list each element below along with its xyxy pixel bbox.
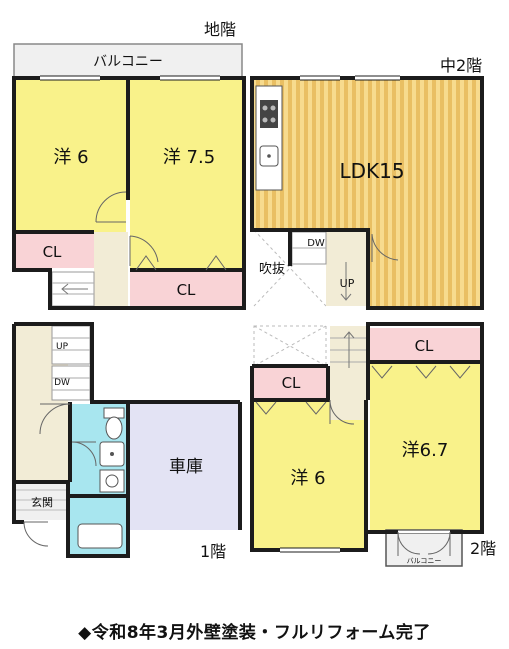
basement-closet-left	[14, 234, 94, 268]
first-floor-label: 1階	[200, 542, 226, 561]
garage	[130, 402, 240, 530]
mezzanine-stairs	[326, 232, 368, 306]
basement-balcony	[13, 43, 243, 78]
void-label: 吹抜	[259, 261, 285, 277]
washing-machine-icon	[99, 469, 125, 493]
ldk-room	[254, 80, 480, 228]
mezzanine-floor-label: 中2階	[440, 56, 482, 75]
toilet-icon	[103, 407, 125, 440]
first-floor	[12, 322, 242, 558]
stove-icon	[260, 100, 278, 128]
basement-room-right	[130, 80, 242, 272]
second-closet-left	[254, 368, 328, 400]
basement-closet-right-label: CL	[177, 281, 196, 299]
second-closet-right-label: CL	[415, 337, 434, 355]
ldk-label: LDK15	[339, 159, 404, 183]
second-room-right	[370, 364, 480, 530]
garage-label: 車庫	[169, 457, 203, 477]
second-closet-left-label: CL	[282, 374, 301, 392]
basement-floor-label: 地階	[204, 20, 236, 39]
second-closet-right	[370, 328, 480, 362]
entrance-label: 玄関	[31, 495, 53, 509]
sink-icon	[259, 145, 279, 167]
first-up-label: UP	[56, 342, 69, 352]
basement-floor	[12, 43, 246, 310]
wash-basin-icon	[99, 441, 125, 467]
mezzanine-floor	[250, 75, 484, 310]
entrance	[14, 482, 68, 520]
ldk-room-lower	[370, 228, 480, 306]
mezzanine-dw-label: DW	[307, 238, 325, 249]
second-balcony-label: バルコニー	[407, 557, 442, 565]
basement-closet-right	[130, 272, 242, 306]
second-room-right-label: 洋6.7	[402, 440, 449, 461]
labels: 地階 バルコニー 洋 6 洋 7.5 CL CL 中2階 LDK15 吹抜 DW…	[31, 20, 496, 565]
first-dw-label: DW	[54, 378, 70, 388]
basement-room-right-label: 洋 7.5	[163, 147, 215, 168]
basement-room-left-label: 洋 6	[53, 147, 88, 168]
second-room-left	[254, 402, 364, 548]
basement-hall	[94, 232, 128, 306]
mezzanine-up-label: UP	[340, 277, 355, 290]
bathtub-icon	[77, 523, 123, 549]
second-floor-label: 2階	[470, 539, 496, 558]
second-room-left-label: 洋 6	[290, 468, 325, 489]
basement-closet-left-label: CL	[43, 243, 62, 261]
basement-room-left	[14, 80, 126, 232]
basement-balcony-label: バルコニー	[93, 54, 163, 70]
renovation-note: ◆令和8年3月外壁塗装・フルリフォーム完了	[78, 623, 431, 643]
second-floor	[250, 322, 484, 567]
